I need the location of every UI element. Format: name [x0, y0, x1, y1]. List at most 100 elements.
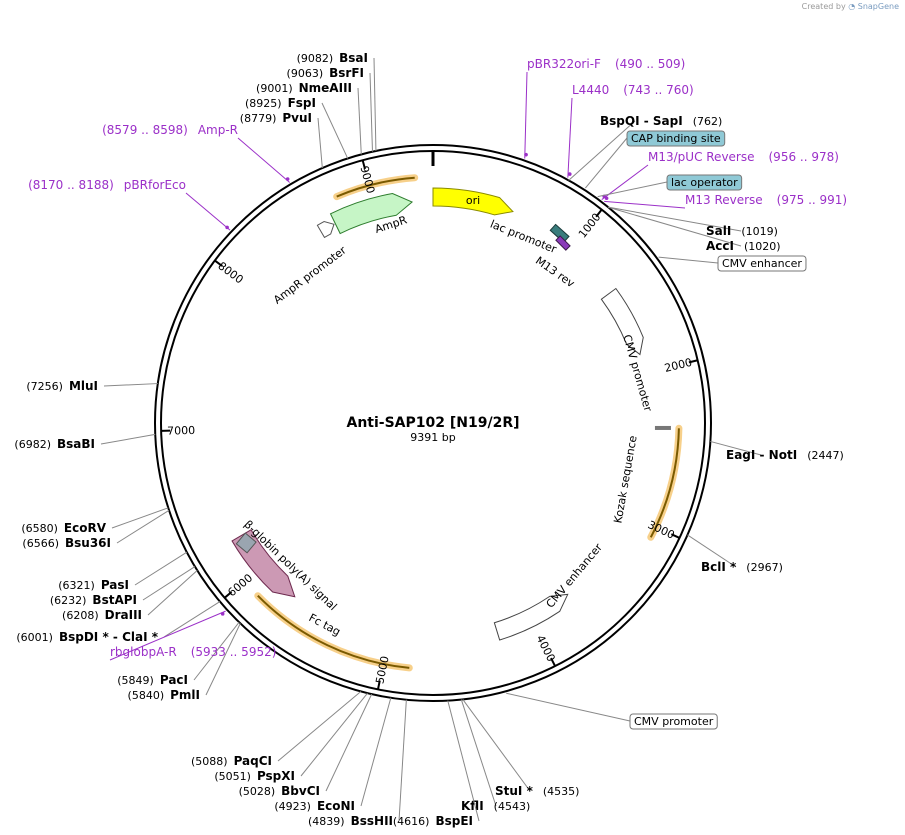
box-text: CAP binding site: [631, 132, 721, 145]
site-position: (6321): [58, 579, 95, 592]
primer-l4440: L4440(743 .. 760): [567, 83, 694, 178]
site-position: (7256): [26, 380, 63, 393]
tick-8000: [214, 259, 223, 267]
tick-label-2000: 2000: [663, 356, 693, 375]
watermark-brand: SnapGene: [857, 2, 899, 11]
box-frame: [666, 174, 743, 191]
tick-label-7000: 7000: [167, 424, 195, 438]
site-name: PasI: [101, 578, 129, 592]
site-name: BspDI * - ClaI *: [59, 630, 159, 644]
site-name: BclI *: [701, 560, 737, 574]
box-text: lac operator: [671, 176, 738, 189]
site-econi: EcoNI(4923): [274, 697, 392, 813]
site-bsshii: BssHII(4839): [308, 699, 407, 828]
site-leader: [357, 87, 362, 155]
site-draiii: DraIII(6208): [62, 570, 198, 622]
site-fspi: FspI(8925): [245, 96, 349, 159]
insert-orf-line: [649, 428, 680, 538]
site-leader: [147, 570, 198, 616]
primer-leader: [524, 71, 528, 159]
site-bspei: BspEI(4616): [393, 700, 480, 828]
site-name: BsaI: [339, 51, 368, 65]
site-name: BspQI - SapI: [600, 114, 683, 128]
site-leader: [447, 700, 480, 822]
site-name: BbvCI: [281, 784, 320, 798]
site-pspxi: PspXI(5051): [214, 692, 368, 783]
site-name: SalI: [706, 224, 731, 238]
cmv-promoter-arrow: [600, 287, 644, 356]
box-text: CMV promoter: [634, 715, 714, 728]
site-stui-: StuI *(4535): [462, 699, 579, 798]
tick-label-1000: 1000: [576, 211, 604, 241]
site-name: PvuI: [282, 111, 312, 125]
site-position: (6208): [62, 609, 99, 622]
site-name: PacI: [160, 673, 188, 687]
tick-label-4000: 4000: [534, 633, 558, 664]
box-frame: [626, 130, 726, 147]
site-name: EcoNI: [317, 799, 355, 813]
site-position: (4839): [308, 815, 345, 828]
site-position: (9082): [297, 52, 334, 65]
primer-name: M13/pUC Reverse: [648, 150, 755, 164]
box-cmv-enhancer: CMV enhancer: [658, 255, 807, 272]
tick-label-8000: 8000: [215, 259, 245, 286]
primer-leader: [567, 97, 573, 178]
primer-mark: [524, 152, 528, 157]
site-position: (5840): [128, 689, 165, 702]
primer-leader: [109, 610, 226, 661]
primer-range: (956 .. 978): [769, 150, 839, 164]
site-position: (5849): [117, 674, 154, 687]
site-position: (6232): [50, 594, 87, 607]
site-position: (6982): [14, 438, 51, 451]
site-leader: [300, 692, 368, 777]
box-text: CMV enhancer: [722, 257, 802, 270]
site-name: PspXI: [257, 769, 295, 783]
box-leader: [506, 692, 631, 722]
box-leader: [584, 137, 628, 189]
site-bsai: BsaI (9082): [297, 51, 377, 151]
site-name: PmlI: [170, 688, 200, 702]
ori-label: ori: [466, 194, 480, 207]
primer-m13-reverse: M13 Reverse(975 .. 991): [604, 193, 847, 209]
tick-5000: [376, 680, 381, 690]
primer-mark: [285, 177, 290, 181]
plasmid-name: Anti-SAP102 [N19/2R]: [346, 415, 519, 431]
primer-m13-puc-reverse: M13/pUC Reverse (956 .. 978): [601, 150, 839, 200]
site-leader: [568, 120, 636, 181]
site-bspdi-clai-: BspDI * - ClaI *(6001): [16, 601, 221, 644]
tick-3000: [670, 533, 680, 539]
site-leader: [116, 509, 170, 544]
site-name: EagI - NotI: [726, 448, 797, 462]
primer-mark: [604, 196, 609, 201]
site-leader: [163, 601, 221, 638]
site-acci: AccI(1020): [608, 206, 781, 253]
primer-range: (975 .. 991): [777, 193, 847, 207]
site-leader: [710, 440, 762, 456]
site-leader: [608, 206, 742, 247]
globin-polya-block: [235, 532, 257, 554]
site-position: (4616): [393, 815, 430, 828]
site-leader: [134, 551, 188, 586]
primer-range: (490 .. 509): [615, 57, 685, 71]
site-leader: [317, 117, 323, 169]
site-name: MluI: [69, 379, 98, 393]
site-name: BstAPI: [92, 593, 137, 607]
amp-orf-line: [336, 176, 415, 198]
site-leader: [205, 623, 241, 696]
watermark: Created by ◔ SnapGene: [802, 2, 899, 11]
site-name: BsrFI: [329, 66, 364, 80]
site-position: (2447): [807, 449, 844, 462]
site-position: (8779): [240, 112, 277, 125]
site-leader: [369, 72, 373, 152]
site-position: (4543): [494, 800, 531, 813]
site-name: Bsu36I: [65, 536, 111, 550]
box-cap-binding-site: CAP binding site: [584, 130, 726, 189]
site-paqci: PaqCI(5088): [191, 691, 362, 768]
features-layer: [231, 174, 683, 672]
snapgene-logo-icon: ◔: [848, 2, 856, 11]
site-kfli: KflI(4543): [460, 699, 531, 813]
tick-2000: [688, 359, 698, 364]
ampr-promoter-label: AmpR promoter: [271, 243, 349, 306]
primer-range: (743 .. 760): [623, 83, 693, 97]
site-position: (1020): [744, 240, 781, 253]
